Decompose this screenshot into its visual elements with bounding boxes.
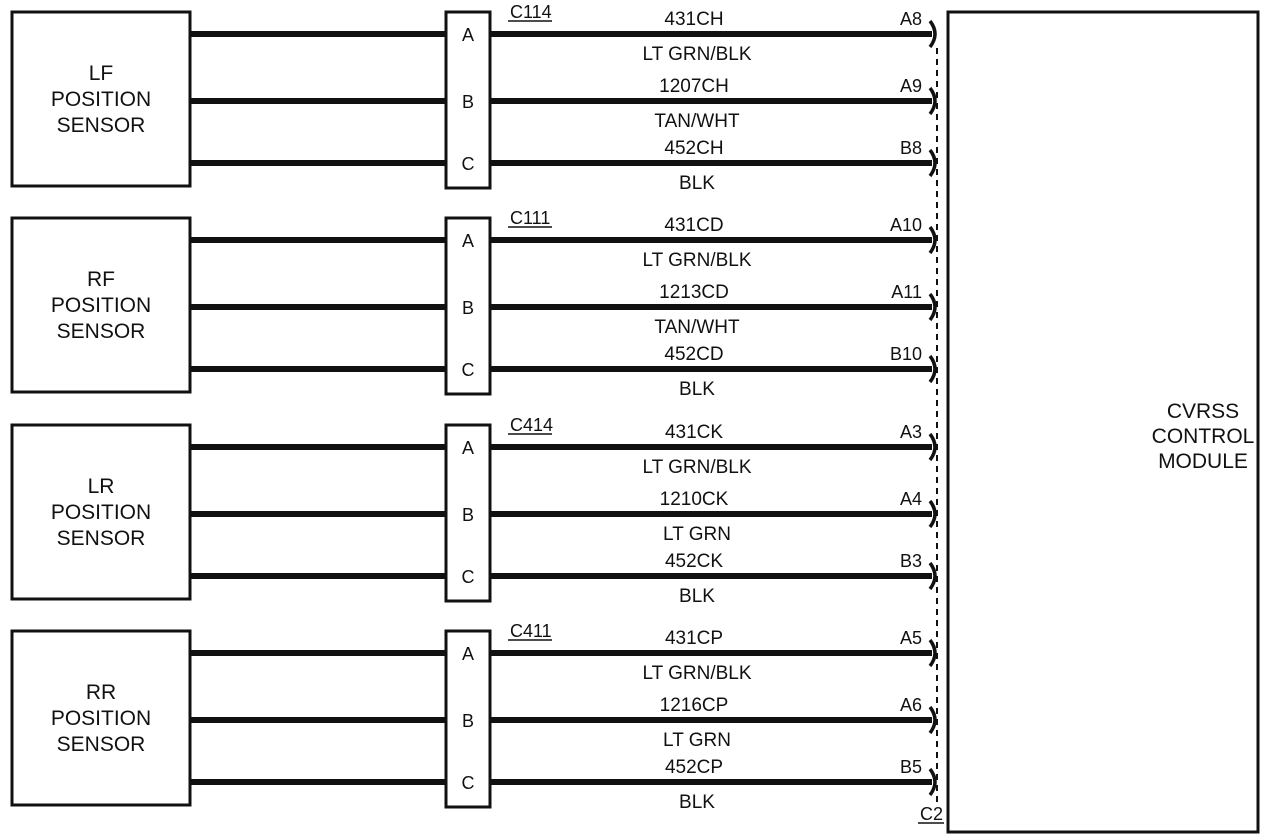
sensor-name-line: SENSOR [57,527,146,550]
connector-label: C411 [510,621,552,641]
terminal-letter: A [462,438,474,458]
module-pin: A8 [900,9,922,29]
sensor-box [10,216,192,394]
pin-hook [928,292,937,322]
terminal-letter: A [462,231,474,251]
connector-label: C111 [510,208,550,228]
pin-hook [928,705,937,735]
module-pin: B3 [900,551,922,571]
module-pin: A3 [900,422,922,442]
terminal-letter: B [462,298,474,318]
circuit-number: 431CK [665,422,723,443]
terminal-letter: C [462,773,475,793]
terminal-letter: C [462,154,475,174]
terminal-letter: B [462,92,474,112]
pin-hook [928,767,937,797]
terminal-letter: C [462,567,475,587]
sensor-box [10,423,192,601]
pin-hook [928,561,937,591]
terminal-letter: C [462,360,475,380]
wire-color: BLK [679,586,715,607]
module-name-line-1: CVRSS [1167,400,1239,423]
pin-hook [928,499,937,529]
terminal-letter: B [462,505,474,525]
module-name-line-2: CONTROL [1152,425,1255,448]
sensor-box [10,629,192,807]
module-pin: A10 [890,215,922,235]
pin-hook [928,86,937,116]
circuit-number: 452CP [665,757,723,778]
circuit-number: 431CP [665,628,723,649]
sensor-name-line: RR [86,681,116,704]
circuit-number: 452CD [664,344,723,365]
sensor-box [10,10,192,188]
module-pin: A4 [900,489,922,509]
wire-color: LT GRN [663,524,731,545]
connector-label: C414 [510,415,553,435]
pin-hook [928,432,937,462]
circuit-number: 1207CH [659,76,729,97]
circuit-number: 452CK [665,551,723,572]
circuit-number: 1210CK [660,489,729,510]
sensor-name-line: POSITION [51,501,151,524]
sensor-name-line: RF [87,268,115,291]
terminal-letter: A [462,25,474,45]
module-pin: B8 [900,138,922,158]
module-connector-label: C2 [920,804,943,824]
circuit-number: 1213CD [659,282,729,303]
pin-hook [928,225,937,255]
control-module-box [946,10,1260,834]
module-pin: B5 [900,757,922,777]
module-pin: A6 [900,695,922,715]
wire-color: LT GRN/BLK [642,44,751,65]
wire-color: TAN/WHT [654,317,740,338]
sensor-name-line: SENSOR [57,320,146,343]
wire-color: BLK [679,173,715,194]
sensor-name-line: SENSOR [57,733,146,756]
module-pin: A11 [891,282,922,302]
wire-color: LT GRN/BLK [642,663,751,684]
module-name-line-3: MODULE [1158,450,1248,473]
circuit-number: 452CH [664,138,723,159]
connector-label: C114 [510,2,552,22]
sensor-name-line: LF [89,62,114,85]
sensor-name-line: POSITION [51,88,151,111]
wire-color: TAN/WHT [654,111,740,132]
wire-color: BLK [679,792,715,813]
terminal-letter: A [462,644,474,664]
wire-color: LT GRN/BLK [642,250,751,271]
sensor-name-line: POSITION [51,707,151,730]
circuit-number: 431CD [664,215,723,236]
sensor-name-line: LR [88,475,115,498]
wire-color: LT GRN/BLK [642,457,751,478]
pin-hook [928,354,937,384]
module-pin: B10 [890,344,922,364]
pin-hook [928,19,937,49]
sensor-name-line: SENSOR [57,114,146,137]
wire-color: BLK [679,379,715,400]
circuit-number: 431CH [664,9,723,30]
circuit-number: 1216CP [660,695,729,716]
sensor-name-line: POSITION [51,294,151,317]
terminal-letter: B [462,711,474,731]
control-module: CVRSS CONTROL MODULE C2 [918,10,1260,834]
connector-box [444,629,492,809]
wire-color: LT GRN [663,730,731,751]
module-pin: A5 [900,628,922,648]
pin-hook [928,148,937,178]
pin-hook [928,638,937,668]
module-pin: A9 [900,76,922,96]
